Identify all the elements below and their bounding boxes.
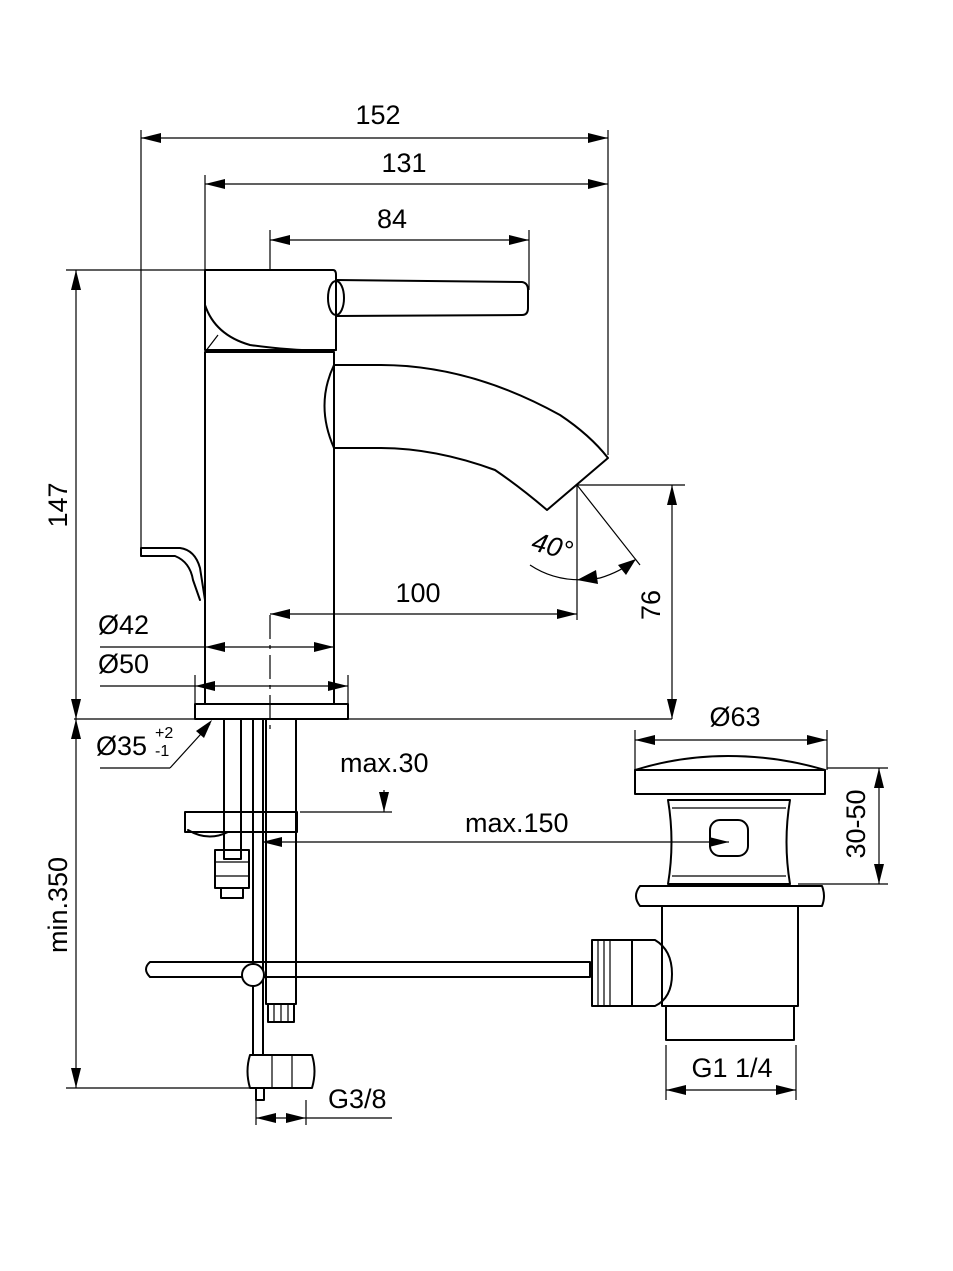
overflow-slot: [709, 819, 749, 857]
waste-assembly: [591, 755, 826, 1041]
handle-lower-curve: [204, 304, 337, 352]
dimension-lines: [66, 133, 888, 1125]
lever-arm: [335, 279, 529, 317]
fixing-plate-curve: [187, 829, 229, 838]
fixing-nut-end: [220, 887, 244, 899]
spout: [333, 364, 609, 511]
plug-cap: [634, 755, 826, 771]
waste-flange: [634, 769, 826, 795]
label-outlet-angle: 40°: [529, 527, 576, 567]
spout-collar: [323, 364, 335, 449]
under-deck-assembly: [74, 615, 672, 1101]
waste-upper-body: [667, 799, 791, 885]
label-hole-tol-minus: -1: [155, 743, 169, 760]
connector-nut: [246, 1054, 316, 1089]
handle-taper: [204, 334, 219, 353]
connector-tail: [255, 1087, 265, 1101]
label-spout-reach: 131: [381, 148, 426, 178]
waste-boss: [631, 939, 673, 1007]
label-min-length: min.350: [43, 857, 73, 953]
label-outlet-height: 76: [636, 590, 666, 620]
faucet-base: [194, 703, 349, 720]
label-rod-length: max.150: [465, 808, 569, 838]
fixing-stud: [223, 718, 242, 860]
label-total-height: 147: [43, 482, 73, 527]
handle-cap: [204, 269, 337, 351]
popup-rod: [145, 961, 591, 978]
label-waste-diameter: Ø63: [709, 702, 760, 732]
label-waste-thread: G1 1/4: [691, 1053, 772, 1083]
label-connection-thread: G3/8: [328, 1084, 387, 1114]
label-waste-height: 30-50: [841, 789, 871, 858]
label-hole-tol-plus: +2: [155, 725, 173, 742]
waste-nut: [591, 939, 633, 1007]
waste-lower-flange: [635, 885, 825, 907]
waste-tail: [665, 1005, 795, 1041]
label-spout-projection: 100: [395, 578, 440, 608]
label-lever-length: 84: [377, 204, 407, 234]
label-base-diameter: Ø50: [98, 649, 149, 679]
rod-clip: [241, 963, 265, 987]
fixing-nut: [214, 849, 250, 889]
waste-body: [661, 905, 799, 1007]
label-overall-width: 152: [355, 100, 400, 130]
label-body-diameter: Ø42: [98, 610, 149, 640]
label-hole-diameter: Ø35: [96, 731, 147, 761]
lever-pivot: [327, 280, 345, 316]
dimension-labels: 152 131 84 147 100 76 40° Ø42 Ø50 Ø35 +2…: [43, 100, 871, 1114]
popup-rod-knob: [140, 547, 206, 601]
label-deck-thickness: max.30: [340, 748, 429, 778]
